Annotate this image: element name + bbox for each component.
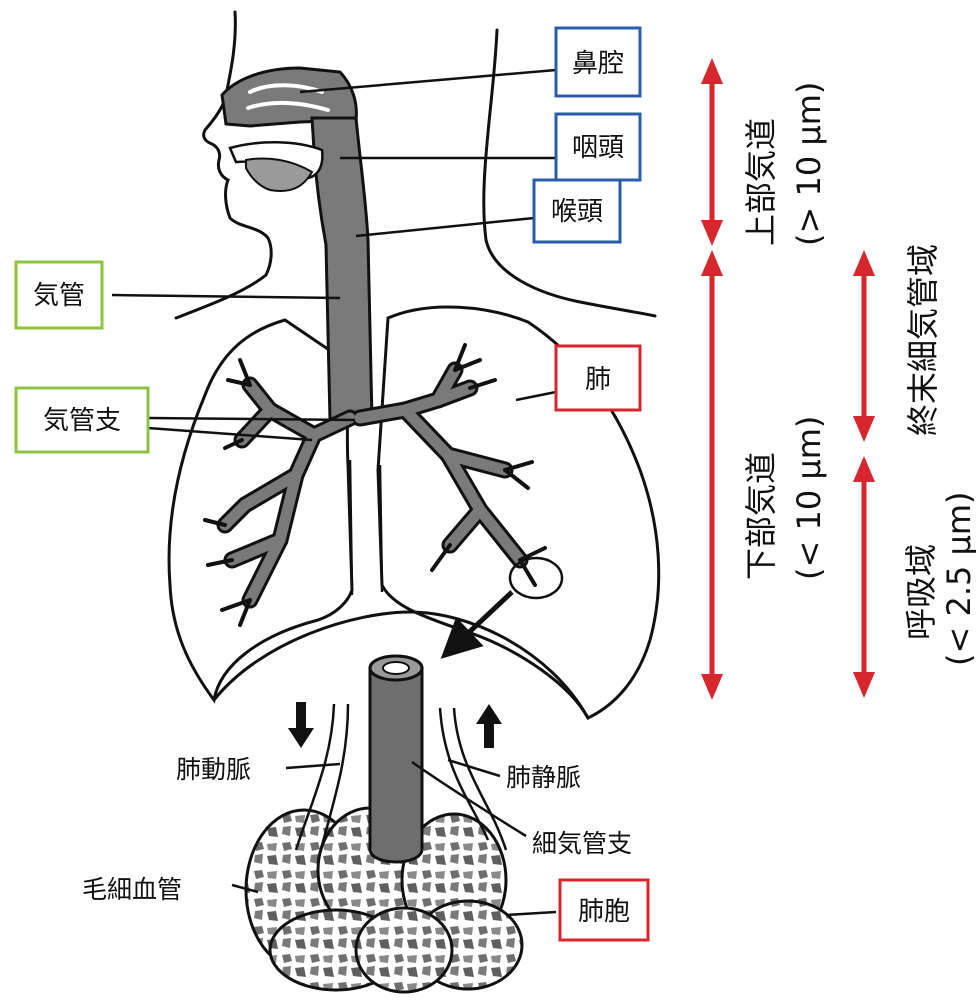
left-lung [167,318,354,704]
label-alveolus: 肺胞 [558,878,650,942]
upper-airway-size: (> 10 µm) [790,82,828,246]
respiratory-region-label: 呼吸域 [902,544,940,640]
svg-text:喉頭: 喉頭 [551,197,603,227]
svg-text:鼻腔: 鼻腔 [572,49,624,79]
zoom-arrow [440,590,514,659]
bronchial-tree [203,343,547,627]
label-pulmonary-vein: 肺静脈 [506,763,581,792]
label-lung: 肺 [554,344,642,412]
svg-text:気管: 気管 [33,281,85,311]
diaphragm [212,610,590,719]
down-arrow-icon [288,702,314,748]
mediastinum [348,459,384,596]
upper-airway [220,66,374,422]
label-trachea: 気管 [14,260,104,330]
body-outline [174,10,657,320]
terminal-bronchiole-arrow [853,250,875,442]
alveolar-detail [244,654,524,994]
respiratory-region-arrow [853,456,875,698]
svg-text:肺胞: 肺胞 [578,897,630,927]
label-pulmonary-artery: 肺動脈 [176,755,251,784]
pulmonary-vessels [294,703,508,861]
terminal-bronchiole-label: 終末細気管域 [904,244,942,436]
svg-text:気管支: 気管支 [43,406,121,436]
label-capillary: 毛細血管 [82,875,182,904]
upper-airway-label: 上部気道 [742,118,780,246]
svg-text:咽頭: 咽頭 [572,133,624,163]
lower-airway-arrow [701,250,723,700]
svg-text:肺: 肺 [585,365,611,395]
region-arrows [701,58,875,700]
leader-lines [111,68,557,917]
label-nasal-cavity: 鼻腔 [554,26,642,98]
pharynx-shape [310,116,374,422]
tongue [245,157,314,192]
label-larynx: 喉頭 [532,178,622,244]
magnified-region-marker [508,556,564,600]
face-profile [174,10,273,320]
respiratory-region-size: (< 2.5 µm) [940,491,976,666]
bronchiole-tube [368,666,424,864]
up-arrow-icon [476,704,502,748]
label-bronchi: 気管支 [14,386,150,454]
alveolar-clusters [244,806,524,994]
label-bronchiole: 細気管支 [532,829,632,858]
upper-airway-arrow [701,58,723,246]
lower-airway-label: 下部気道 [742,452,780,580]
back-of-neck [482,28,657,318]
label-pharynx: 咽頭 [554,112,642,182]
lower-airway-size: (< 10 µm) [790,416,828,580]
